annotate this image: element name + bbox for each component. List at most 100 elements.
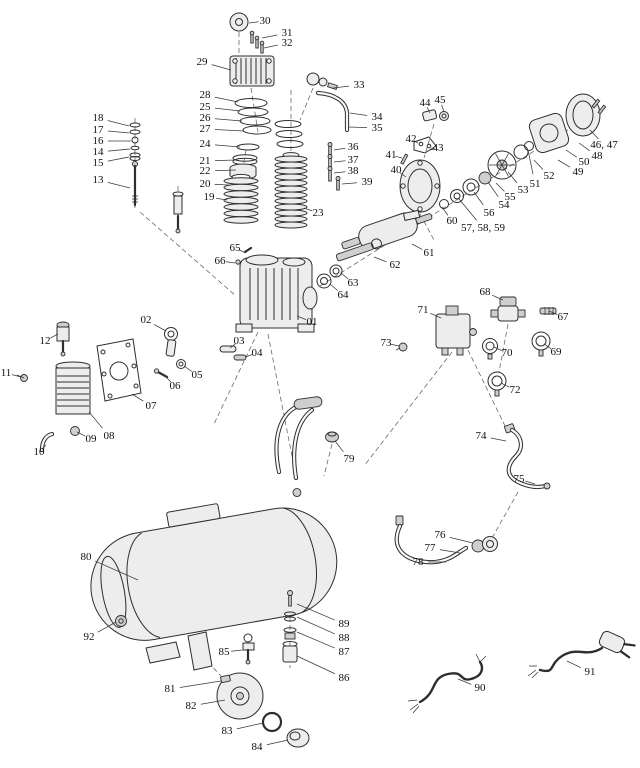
part-valve-spring-set <box>129 122 141 161</box>
leader-line-05 <box>183 365 193 372</box>
callout-74: 74 <box>476 430 488 442</box>
part-rotor-washers <box>439 171 492 209</box>
callout-layer: 3031322933282526273435242122201923181716… <box>1 15 619 753</box>
leader-line-92 <box>97 621 117 633</box>
leader-line-55 <box>495 182 505 192</box>
part-regulator <box>490 296 526 322</box>
leader-line-56 <box>473 191 484 206</box>
leader-line-46-47 <box>589 129 599 140</box>
part-cylinder-right <box>274 152 308 229</box>
leader-line-11 <box>11 374 22 378</box>
leader-line-65 <box>239 249 247 254</box>
callout-77: 77 <box>425 542 437 554</box>
callout-63: 63 <box>348 277 360 289</box>
leader-line-83 <box>236 722 264 730</box>
callout-48: 48 <box>592 150 604 162</box>
leader-line-73 <box>391 343 400 347</box>
leader-line-68 <box>492 294 504 301</box>
leader-line-76 <box>449 536 474 544</box>
callout-03: 03 <box>234 335 246 347</box>
callout-17: 17 <box>93 124 105 136</box>
part-handle <box>274 396 323 481</box>
leader-line-19 <box>216 197 228 201</box>
callout-21: 21 <box>200 155 211 167</box>
leader-line-29 <box>211 64 232 71</box>
leader-line-41 <box>395 155 403 159</box>
leader-line-66 <box>225 261 236 264</box>
leader-line-26 <box>214 118 243 122</box>
part-valve-plates <box>229 143 260 180</box>
leader-line-14 <box>107 148 131 152</box>
leader-line-54 <box>487 181 499 198</box>
callout-87: 87 <box>339 646 351 658</box>
leader-line-84 <box>266 739 289 746</box>
part-intake-valve <box>56 321 70 357</box>
part-valve-block <box>55 361 91 415</box>
callout-73: 73 <box>381 337 393 349</box>
leader-line-86 <box>296 655 336 675</box>
leader-line-32 <box>263 44 278 49</box>
part-outlet-pipe <box>504 423 551 490</box>
part-wheel <box>216 672 264 720</box>
callout-68: 68 <box>480 286 492 298</box>
leader-line-80 <box>94 560 139 581</box>
callout-71: 71 <box>418 304 429 316</box>
leader-line-53 <box>507 171 518 184</box>
callout-26: 26 <box>200 112 212 124</box>
part-screw-06 <box>153 368 169 379</box>
callout-55: 55 <box>505 191 517 203</box>
part-head-screws <box>249 30 265 54</box>
part-bearing-washers <box>316 264 343 289</box>
callout-38: 38 <box>348 165 360 177</box>
part-crankcase <box>235 254 318 333</box>
leader-line-39 <box>341 182 358 185</box>
part-head-gaskets <box>234 98 272 135</box>
callout-86: 86 <box>339 672 351 684</box>
leader-line-62 <box>373 256 387 263</box>
leader-line-42 <box>413 140 419 144</box>
callout-54: 54 <box>499 199 511 211</box>
leader-line-24 <box>214 144 241 148</box>
callout-24: 24 <box>200 138 212 150</box>
callout-83: 83 <box>222 725 234 737</box>
leader-line-09 <box>76 431 86 437</box>
callout-31: 31 <box>282 27 293 39</box>
leader-line-64 <box>329 283 339 291</box>
part-piston-rings <box>274 120 304 148</box>
leader-line-02 <box>153 324 167 332</box>
leader-line-35 <box>348 126 368 129</box>
leader-line-04 <box>244 354 253 358</box>
leader-line-87 <box>296 631 335 649</box>
part-pin-clip <box>233 354 247 361</box>
part-muffler <box>306 72 338 91</box>
callout-85: 85 <box>219 646 231 658</box>
leader-line-27 <box>214 129 245 132</box>
callout-90: 90 <box>475 682 487 694</box>
leader-line-40 <box>399 172 407 178</box>
callout-91: 91 <box>585 666 596 678</box>
callout-35: 35 <box>372 122 384 134</box>
callout-88: 88 <box>339 632 351 644</box>
callout-28: 28 <box>200 89 212 101</box>
part-gauge-69 <box>531 331 551 357</box>
leader-line-43 <box>429 148 435 151</box>
callout-70: 70 <box>502 347 514 359</box>
part-rear-cover <box>565 93 607 137</box>
callout-65: 65 <box>230 242 242 254</box>
callout-49: 49 <box>573 166 585 178</box>
callout-30: 30 <box>260 15 272 27</box>
leader-line-20 <box>214 184 230 186</box>
callout-41: 41 <box>386 149 397 161</box>
part-fitting-73 <box>395 342 408 352</box>
callout-27: 27 <box>200 123 212 135</box>
leader-line-31 <box>261 34 278 39</box>
callout-80: 80 <box>81 551 93 563</box>
leader-line-13 <box>107 182 131 189</box>
part-outlet-tube <box>315 90 350 133</box>
leader-line-79 <box>334 440 344 453</box>
callout-23: 23 <box>313 207 325 219</box>
leader-line-23 <box>303 207 313 212</box>
callout-82: 82 <box>186 700 197 712</box>
callout-25: 25 <box>200 101 212 113</box>
callout-12: 12 <box>40 335 51 347</box>
